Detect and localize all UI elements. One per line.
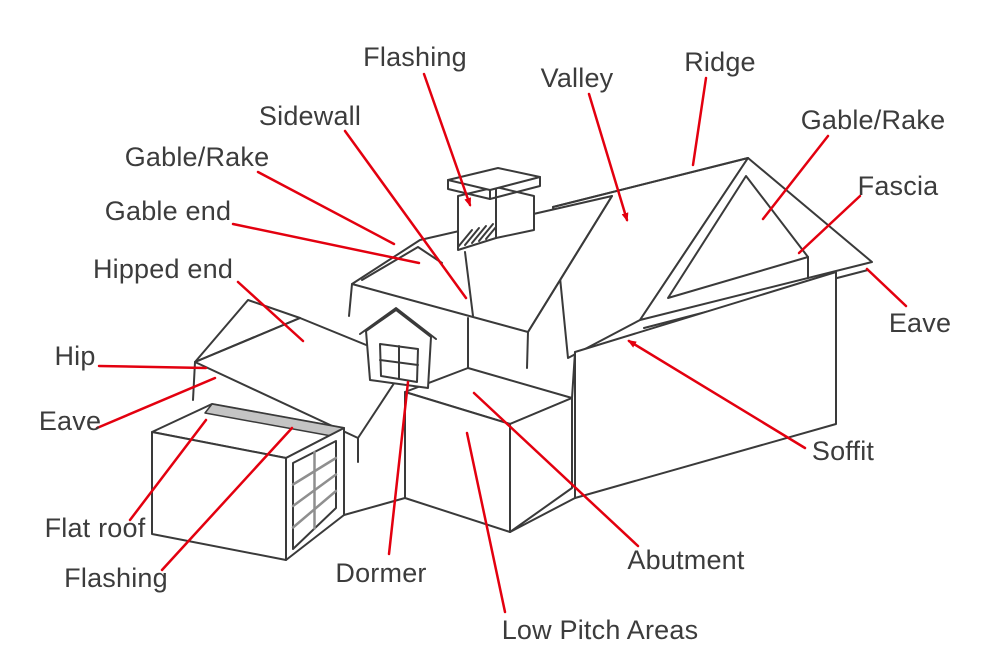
- leader-soffit: [627, 339, 807, 450]
- center-wall-corner-left: [348, 283, 353, 317]
- label-eave-right: Eave: [888, 308, 952, 338]
- leader-flat-roof: [128, 418, 208, 522]
- leader-eave-right: [865, 267, 908, 308]
- label-flashing-top: Flashing: [363, 42, 467, 72]
- label-gable-end: Gable end: [104, 196, 232, 226]
- label-sidewall: Sidewall: [258, 101, 362, 131]
- dormer-roof-edge: [359, 307, 437, 340]
- leader-lines: [95, 72, 908, 614]
- sidewall-seam: [464, 251, 474, 317]
- leader-eave-left: [95, 376, 217, 430]
- leader-hip: [97, 364, 208, 370]
- ridge-line: [552, 157, 749, 208]
- label-gable-rake-right: Gable/Rake: [800, 105, 946, 135]
- label-flashing-bottom: Flashing: [64, 563, 168, 593]
- house-drawing: [151, 157, 873, 561]
- chimney-step-flashing: [457, 223, 497, 248]
- label-hipped-end: Hipped end: [92, 254, 234, 284]
- leader-abutment: [472, 391, 640, 548]
- label-low-pitch-areas: Low Pitch Areas: [501, 615, 699, 645]
- base-line-right: [509, 497, 576, 533]
- label-valley: Valley: [540, 63, 614, 93]
- dormer-window-mullion-h: [379, 359, 419, 366]
- abutment-side-wall: [509, 397, 573, 533]
- abutment-right-seam: [571, 351, 576, 399]
- gable-wall-triangle: [667, 175, 809, 299]
- label-abutment: Abutment: [627, 545, 745, 575]
- leader-ridge: [691, 76, 708, 167]
- leader-low-pitch-areas: [465, 431, 507, 614]
- right-front-wall: [574, 271, 837, 499]
- label-gable-rake-left: Gable/Rake: [124, 142, 270, 172]
- label-dormer: Dormer: [335, 558, 427, 588]
- label-soffit: Soffit: [811, 436, 875, 466]
- garage-door-panels: [291, 450, 338, 530]
- leader-flashing-top: [422, 72, 472, 207]
- leader-gable-end: [231, 222, 421, 265]
- label-hip: Hip: [54, 341, 96, 371]
- chimney-body-side: [495, 186, 535, 239]
- leader-dormer: [387, 380, 410, 556]
- label-ridge: Ridge: [684, 47, 756, 77]
- leader-flashing-bottom: [160, 426, 294, 572]
- label-flat-roof: Flat roof: [44, 513, 146, 543]
- label-fascia: Fascia: [857, 171, 939, 201]
- leader-fascia: [797, 194, 862, 255]
- hip-line: [194, 317, 301, 363]
- center-wall-corner-right: [526, 331, 529, 369]
- leader-gable-rake-left: [256, 170, 396, 246]
- leader-sidewall: [343, 129, 468, 300]
- leader-hipped-end: [236, 280, 305, 343]
- leader-gable-rake-right: [761, 134, 830, 221]
- leader-valley: [587, 92, 629, 222]
- dormer-structure: [359, 307, 437, 389]
- valley-line: [527, 195, 613, 333]
- gable-end-inset: [361, 246, 443, 281]
- label-eave-left: Eave: [38, 406, 102, 436]
